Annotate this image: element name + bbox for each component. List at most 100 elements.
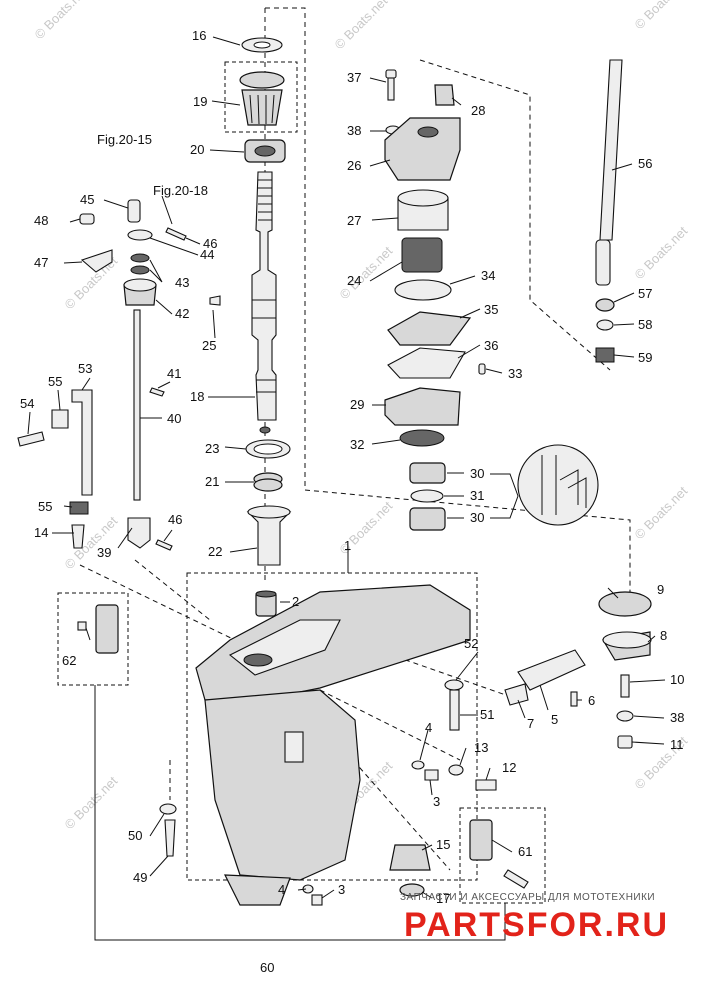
pin-41 — [149, 387, 165, 397]
brand-name: PARTSFOR.RU — [404, 906, 670, 944]
callout-13: 13 — [474, 740, 488, 755]
watermark: © Boats.net — [332, 0, 391, 52]
grommet-57 — [595, 298, 615, 312]
callout-53: 53 — [78, 361, 92, 376]
pin-33 — [478, 363, 486, 375]
callout-16: 16 — [192, 28, 206, 43]
watermark: © Boats.net — [337, 243, 396, 302]
washer-31 — [410, 489, 444, 503]
pin-46-lower — [155, 539, 173, 551]
bolt-54 — [17, 431, 45, 447]
callout-5: 5 — [551, 712, 558, 727]
anode-61 — [469, 819, 493, 861]
grommet-58 — [596, 319, 614, 331]
callout-26: 26 — [347, 158, 361, 173]
callout-12: 12 — [502, 760, 516, 775]
seal-59 — [595, 347, 615, 363]
drive-shaft-stack — [209, 37, 292, 617]
pump-base-29 — [384, 387, 461, 426]
callout-19: 19 — [193, 94, 207, 109]
callout-42: 42 — [175, 306, 189, 321]
callout-55: 55 — [38, 499, 52, 514]
callout-46: 46 — [203, 236, 217, 251]
callout-7: 7 — [527, 716, 534, 731]
callout-4: 4 — [278, 882, 285, 897]
callout-15: 15 — [436, 837, 450, 852]
washer-50 — [159, 803, 177, 815]
callout-30: 30 — [470, 510, 484, 525]
fig-ref-label: Fig.20-15 — [97, 132, 152, 147]
gearcase-fasteners — [77, 604, 586, 906]
impeller-24 — [401, 237, 443, 273]
callout-32: 32 — [350, 437, 364, 452]
bolt-48 — [79, 213, 95, 225]
fig-ref-label: Fig.20-18 — [153, 183, 208, 198]
gearcase-box — [186, 572, 478, 881]
gearcase-1 — [195, 584, 471, 906]
screen-9 — [598, 591, 652, 617]
dashed-boxes — [57, 61, 546, 904]
callout-35: 35 — [484, 302, 498, 317]
leader-lines — [27, 36, 666, 899]
plate-5 — [517, 649, 586, 691]
nut-11 — [617, 735, 633, 749]
callout-60: 60 — [260, 960, 274, 975]
washer-52 — [444, 679, 464, 691]
oil-seal-30-upper — [409, 462, 446, 484]
group-bracket-60 — [94, 685, 506, 941]
dowel-45 — [127, 199, 141, 223]
callout-38: 38 — [670, 710, 684, 725]
callout-3: 3 — [433, 794, 440, 809]
callout-43: 43 — [175, 275, 189, 290]
callout-1: 1 — [344, 538, 351, 553]
watermark: © Boats.net — [62, 773, 121, 832]
plate-35 — [387, 311, 472, 346]
callout-51: 51 — [480, 707, 494, 722]
shift-rod-40 — [133, 309, 141, 501]
pump-housing-26 — [384, 117, 461, 181]
callout-37: 37 — [347, 70, 361, 85]
callout-17: 17 — [436, 891, 450, 906]
bolt-37 — [385, 69, 397, 79]
callout-3: 3 — [338, 882, 345, 897]
callout-52: 52 — [464, 636, 478, 651]
grommet-28 — [434, 84, 455, 106]
callout-55: 55 — [48, 374, 62, 389]
callout-9: 9 — [657, 582, 664, 597]
bolt-61 — [503, 869, 529, 889]
washer-13 — [448, 764, 464, 776]
bolt-51 — [449, 689, 460, 731]
water-tube-group — [595, 59, 623, 363]
bearing-19 — [239, 71, 285, 89]
washer-4 — [411, 760, 425, 770]
callout-6: 6 — [588, 693, 595, 708]
screw-3-lower — [311, 894, 323, 906]
bearing-group-box — [224, 61, 298, 133]
screw-14 — [71, 524, 85, 549]
drive-shaft-18 — [251, 171, 277, 421]
oil-seal-30-lower — [409, 507, 446, 531]
clip-55-lower — [69, 501, 89, 515]
callout-45: 45 — [80, 192, 94, 207]
callout-58: 58 — [638, 317, 652, 332]
gasket-34 — [394, 279, 452, 301]
callout-61: 61 — [518, 844, 532, 859]
brand-banner: ЗАПЧАСТИ И АКСЕССУАРЫ ДЛЯ МОТОТЕХНИКИ PA… — [400, 892, 700, 962]
callout-22: 22 — [208, 544, 222, 559]
callout-23: 23 — [205, 441, 219, 456]
callout-18: 18 — [190, 389, 204, 404]
watermark: © Boats.net — [632, 0, 691, 32]
callout-27: 27 — [347, 213, 361, 228]
right-anode-box — [459, 807, 546, 904]
callout-labels: Fig.20-15 Fig.20-18 16 19 20 18 23 21 22… — [20, 28, 684, 975]
water-pump-stack — [384, 69, 599, 531]
key-25 — [209, 295, 221, 306]
callout-36: 36 — [484, 338, 498, 353]
callout-24: 24 — [347, 273, 361, 288]
callout-44: 44 — [200, 247, 214, 262]
gear-15 — [389, 844, 431, 871]
callout-57: 57 — [638, 286, 652, 301]
anode-62 — [95, 604, 119, 654]
callout-59: 59 — [638, 350, 652, 365]
